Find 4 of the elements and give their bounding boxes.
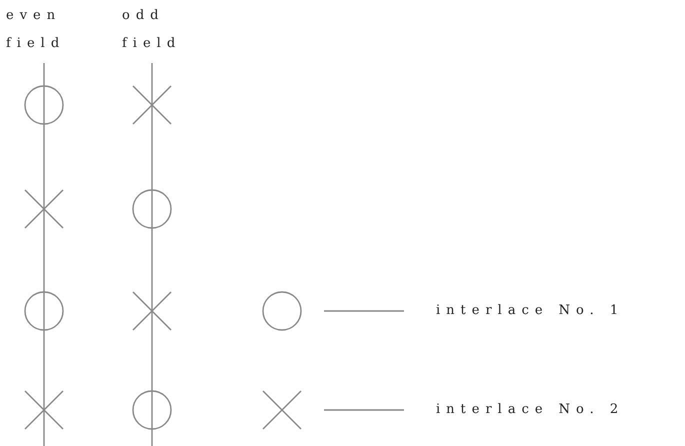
legend-text: interlace No. 2 — [436, 401, 624, 419]
column-heading: odd field — [122, 7, 182, 53]
column-heading: even field — [6, 7, 66, 53]
legend-text: interlace No. 1 — [436, 302, 624, 320]
